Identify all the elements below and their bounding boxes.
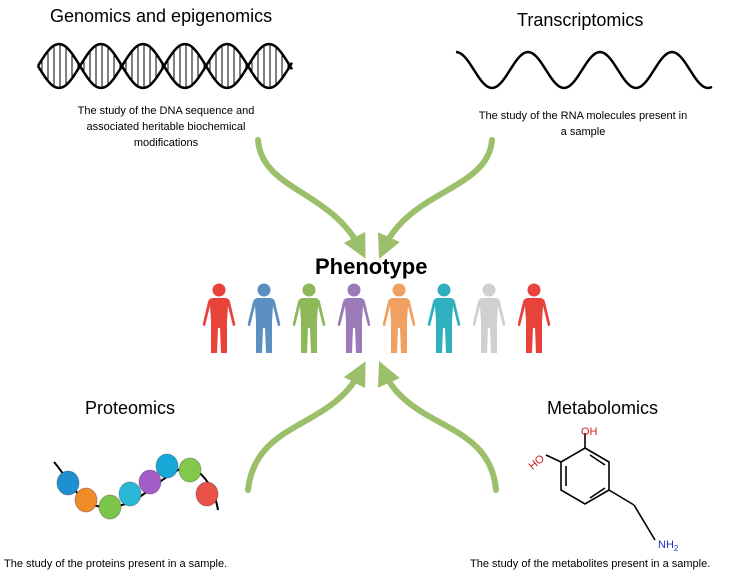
protein-bead bbox=[178, 457, 202, 483]
protein-bead bbox=[56, 470, 80, 496]
transcriptomics-title: Transcriptomics bbox=[517, 10, 644, 30]
protein-bead bbox=[155, 453, 179, 479]
person-figure-icon bbox=[202, 283, 236, 353]
person-figure-icon bbox=[382, 283, 416, 353]
arrows bbox=[245, 137, 499, 493]
nh2-label: NH2 bbox=[658, 539, 679, 553]
arrow-proteomics-to-phenotype bbox=[245, 361, 366, 493]
protein-bead bbox=[195, 481, 219, 507]
protein-bead bbox=[98, 494, 122, 520]
metabolomics-title: Metabolomics bbox=[547, 398, 659, 418]
arrow-metabolomics-to-phenotype bbox=[377, 361, 499, 493]
transcriptomics-description: The study of the RNA molecules present i… bbox=[478, 110, 688, 138]
person-figure-icon bbox=[337, 283, 371, 353]
person-figure-icon bbox=[292, 283, 326, 353]
ho-label: HO bbox=[527, 452, 548, 472]
person-figure-icon bbox=[517, 283, 551, 353]
protein-chain-icon bbox=[53, 453, 219, 520]
metabolomics-description: The study of the metabolites present in … bbox=[470, 558, 711, 570]
phenotype-figures bbox=[202, 283, 551, 353]
genomics-description: The study of the DNA sequence and associ… bbox=[77, 105, 255, 149]
oh-label: OH bbox=[581, 426, 598, 438]
dopamine-molecule-icon bbox=[545, 433, 656, 541]
person-figure-icon bbox=[247, 283, 281, 353]
genomics-title: Genomics and epigenomics bbox=[50, 6, 273, 26]
protein-bead bbox=[74, 487, 98, 513]
proteomics-title: Proteomics bbox=[85, 398, 176, 418]
rna-wave-icon bbox=[455, 50, 713, 90]
proteomics-description: The study of the proteins present in a s… bbox=[4, 558, 228, 570]
person-figure-icon bbox=[472, 283, 506, 353]
protein-bead bbox=[138, 469, 162, 495]
arrow-genomics-to-phenotype bbox=[255, 137, 366, 259]
phenotype-title: Phenotype bbox=[315, 254, 428, 279]
protein-bead bbox=[118, 481, 142, 507]
arrow-transcriptomics-to-phenotype bbox=[377, 137, 495, 259]
person-figure-icon bbox=[427, 283, 461, 353]
dna-helix-icon bbox=[36, 42, 294, 90]
